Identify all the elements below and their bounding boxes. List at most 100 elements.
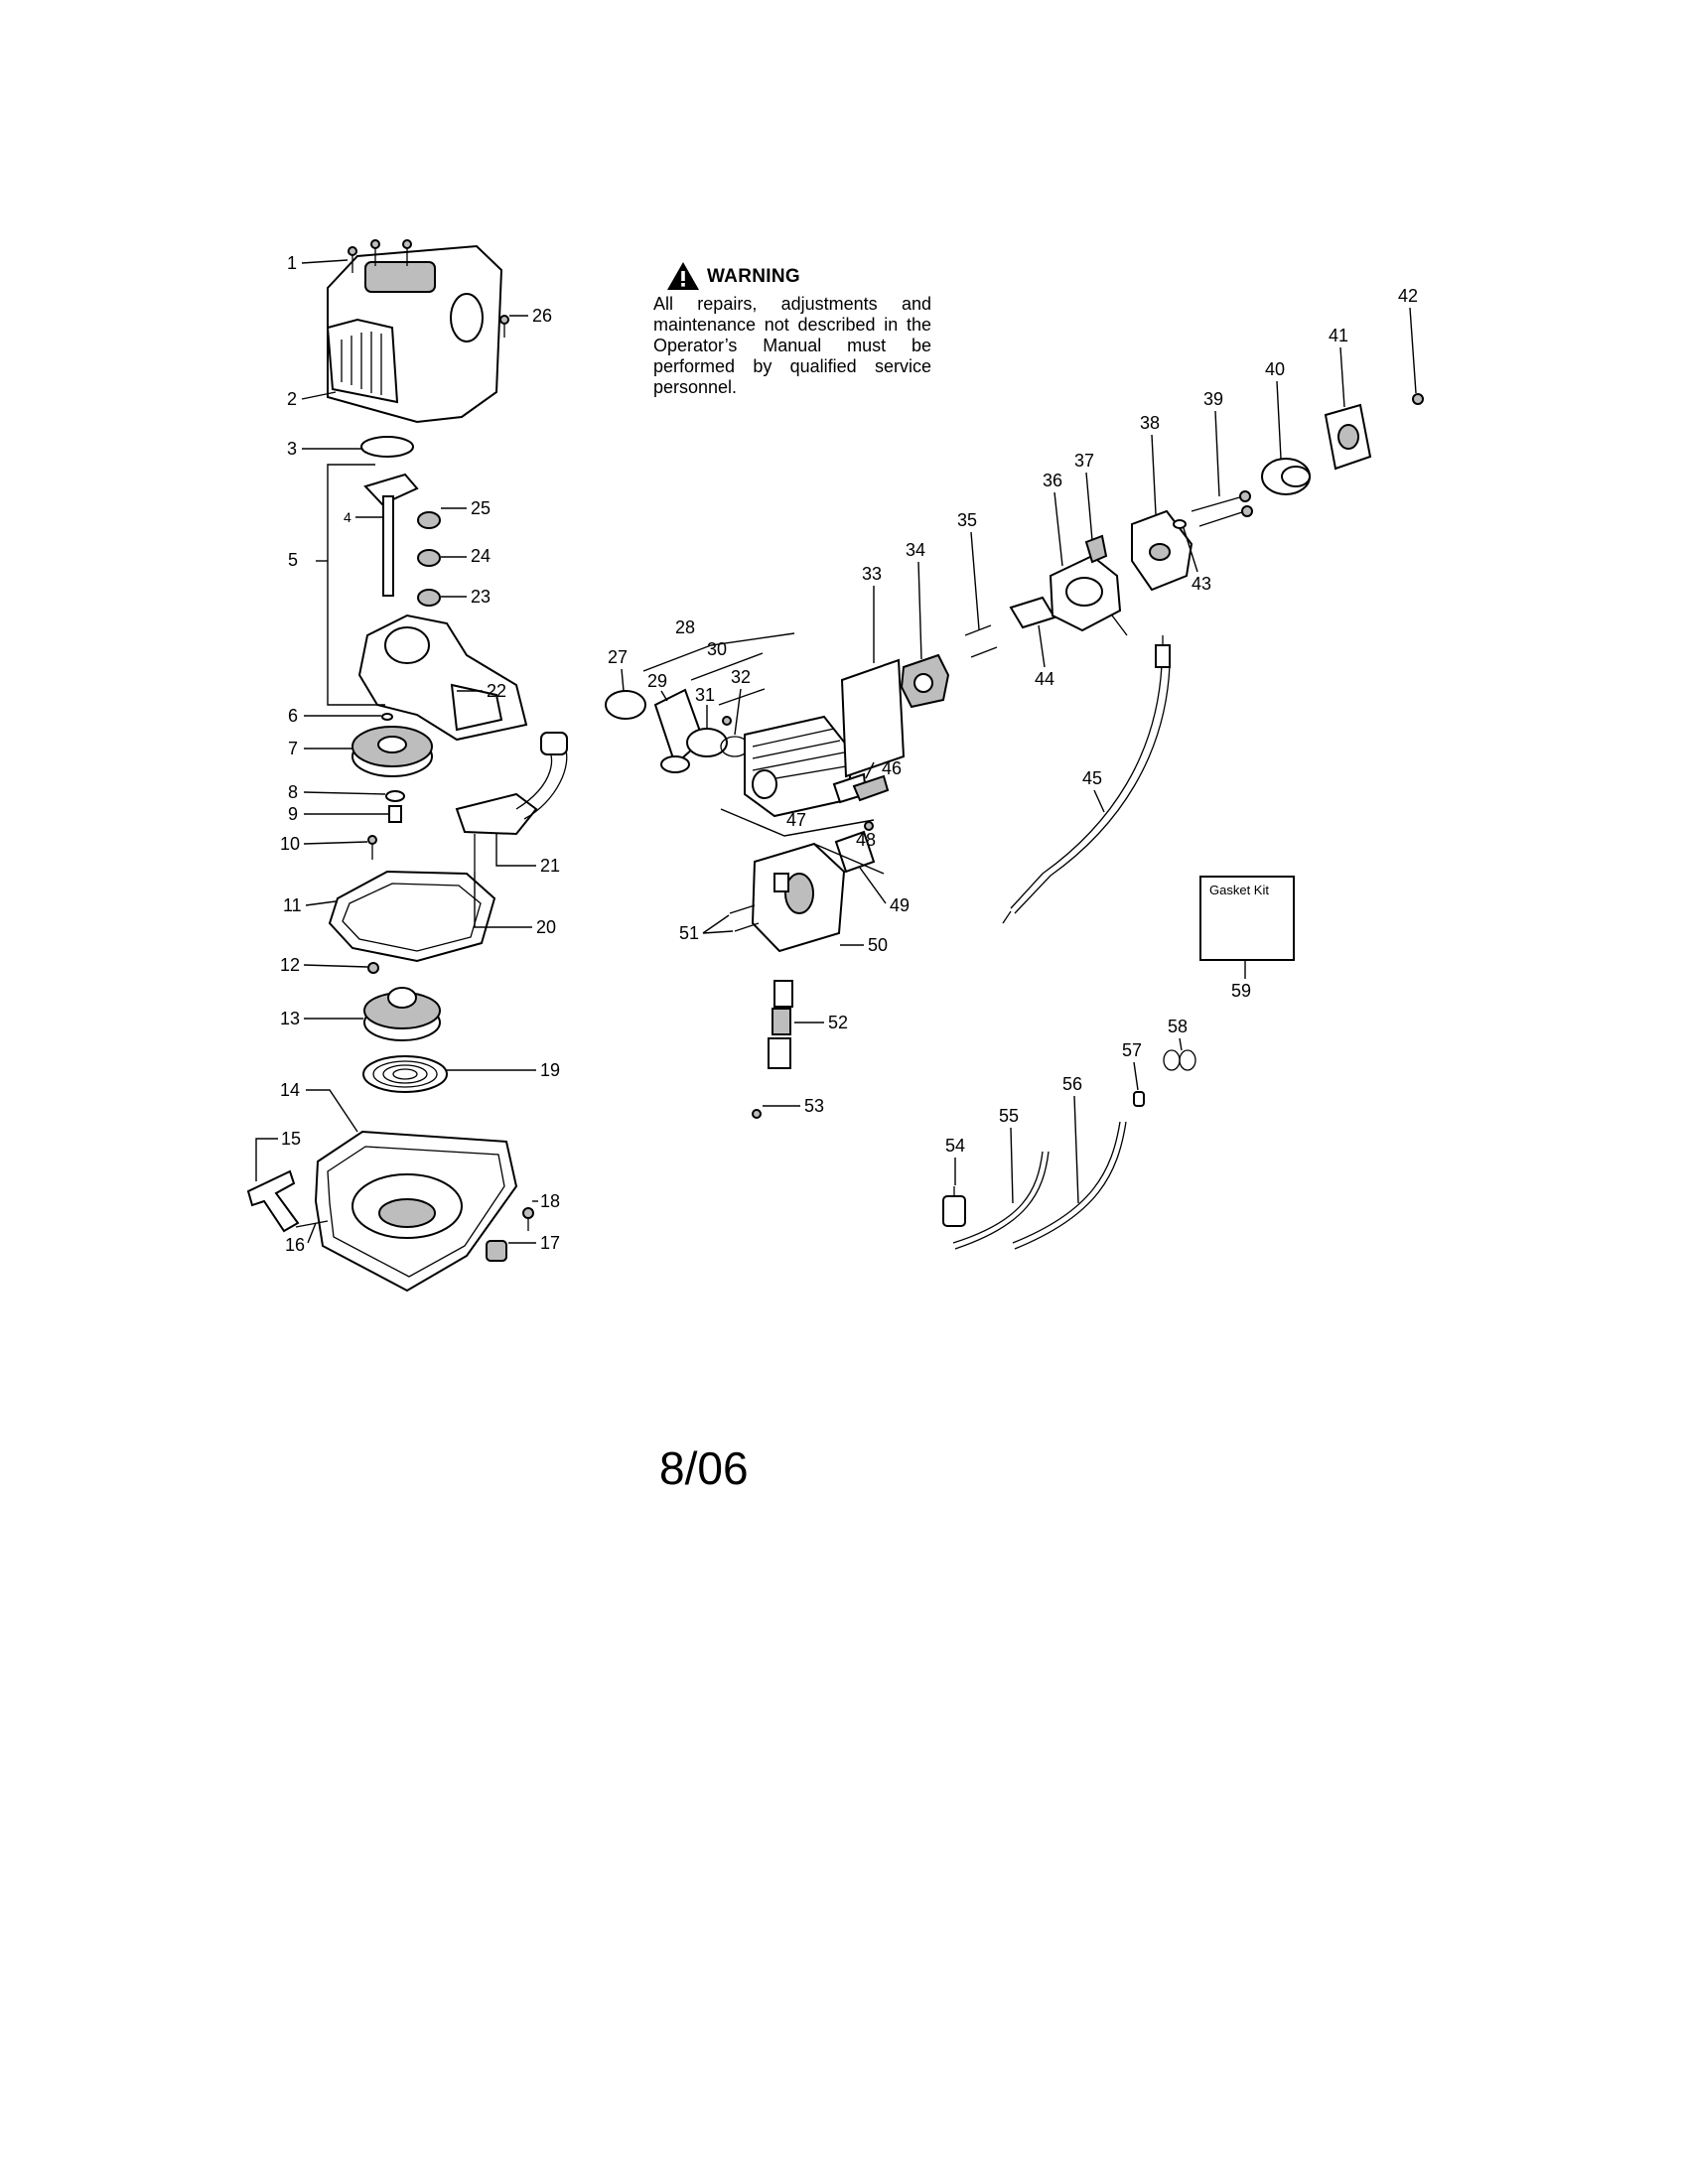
air-filter <box>1261 458 1311 495</box>
svg-text:37: 37 <box>1074 451 1094 471</box>
svg-text:58: 58 <box>1168 1017 1188 1036</box>
svg-text:24: 24 <box>471 546 491 566</box>
svg-text:17: 17 <box>540 1233 560 1253</box>
starter-housing <box>314 1130 518 1293</box>
clamp-57 <box>1133 1091 1145 1107</box>
svg-text:14: 14 <box>280 1080 300 1100</box>
callout-15: 15 <box>255 1129 301 1181</box>
callout-14: 14 <box>280 1080 358 1133</box>
svg-text:2: 2 <box>287 389 297 409</box>
starter-handle <box>246 1169 329 1233</box>
svg-text:7: 7 <box>288 739 298 758</box>
callout-54: 54 <box>945 1136 965 1185</box>
svg-text:52: 52 <box>828 1013 848 1032</box>
callout-40: 40 <box>1265 359 1285 460</box>
callout-57: 57 <box>1122 1040 1142 1091</box>
callout-34: 34 <box>906 540 925 660</box>
warning-text: All repairs, adjustments and maintenance… <box>653 294 931 397</box>
gasket-27 <box>605 690 646 720</box>
callout-5: 5 <box>288 550 298 570</box>
svg-text:12: 12 <box>280 955 300 975</box>
muffler <box>751 842 846 953</box>
svg-text:11: 11 <box>283 895 302 915</box>
svg-text:46: 46 <box>882 758 902 778</box>
callout-26: 26 <box>509 306 552 326</box>
svg-text:54: 54 <box>945 1136 965 1156</box>
air-filter-cover <box>1324 403 1372 471</box>
screw-26 <box>499 315 509 338</box>
callout-23: 23 <box>441 587 491 607</box>
svg-text:31: 31 <box>695 685 715 705</box>
clamps-58 <box>1163 1049 1196 1071</box>
svg-text:27: 27 <box>608 647 628 667</box>
callout-44: 44 <box>1035 624 1054 689</box>
washer-8 <box>385 790 405 802</box>
svg-text:15: 15 <box>281 1129 301 1149</box>
callout-46: 46 <box>865 758 902 779</box>
grommet-17 <box>486 1240 507 1262</box>
callout-39: 39 <box>1203 389 1223 497</box>
callout-29: 29 <box>647 671 668 702</box>
throttle-cable <box>1002 635 1171 924</box>
svg-text:53: 53 <box>804 1096 824 1116</box>
gasket-kit-box: Gasket Kit <box>1199 876 1295 961</box>
crankcase <box>357 614 528 742</box>
svg-text:51: 51 <box>679 923 699 943</box>
svg-text:19: 19 <box>540 1060 560 1080</box>
washer-43 <box>1173 519 1187 529</box>
callout-13: 13 <box>280 1009 363 1028</box>
key-6 <box>381 713 393 721</box>
svg-text:22: 22 <box>487 681 506 701</box>
callout-33: 33 <box>862 564 882 663</box>
crankshaft <box>363 473 419 597</box>
muffler-gasket <box>834 830 876 874</box>
svg-text:50: 50 <box>868 935 888 955</box>
screws-35 <box>964 624 998 658</box>
screw-53 <box>752 1109 762 1119</box>
svg-text:57: 57 <box>1122 1040 1142 1060</box>
rewind-spring <box>362 1055 448 1093</box>
svg-text:32: 32 <box>731 667 751 687</box>
callout-3: 3 <box>287 439 361 459</box>
callout-16: 16 <box>285 1222 317 1255</box>
pulley <box>363 987 441 1041</box>
callout-59: 59 <box>1231 961 1251 1001</box>
callout-25: 25 <box>441 498 491 518</box>
screw-12 <box>367 962 379 974</box>
svg-text:23: 23 <box>471 587 491 607</box>
callout-38: 38 <box>1140 413 1160 515</box>
callout-10: 10 <box>280 834 368 854</box>
callout-22: 22 <box>457 681 506 701</box>
svg-text:25: 25 <box>471 498 491 518</box>
engine-shroud <box>326 239 503 424</box>
svg-text:4: 4 <box>344 509 351 525</box>
nut-9 <box>388 805 402 823</box>
fuel-filter <box>942 1186 966 1227</box>
callout-17: 17 <box>508 1233 560 1253</box>
svg-text:1: 1 <box>287 253 297 273</box>
heat-shield <box>840 658 906 778</box>
callout-27: 27 <box>608 647 628 692</box>
svg-text:36: 36 <box>1043 471 1062 490</box>
callout-51: 51 <box>679 914 734 943</box>
callout-43: 43 <box>1183 527 1211 594</box>
svg-text:9: 9 <box>288 804 298 824</box>
carburetor <box>1049 534 1128 636</box>
callout-30: 30 <box>707 639 727 659</box>
svg-text:6: 6 <box>288 706 298 726</box>
group-brackets <box>316 464 885 875</box>
callout-48: 48 <box>856 830 876 850</box>
gasket-3 <box>360 436 414 458</box>
svg-text:47: 47 <box>786 810 806 830</box>
pin-retainer <box>722 716 732 726</box>
callout-56: 56 <box>1062 1074 1082 1204</box>
screws-51 <box>729 904 760 932</box>
svg-text:21: 21 <box>540 856 560 876</box>
callout-37: 37 <box>1074 451 1094 541</box>
screw-42 <box>1412 393 1424 405</box>
svg-text:43: 43 <box>1192 574 1211 594</box>
callout-55: 55 <box>999 1106 1019 1204</box>
cylinder <box>744 715 868 818</box>
fuel-line-56 <box>1012 1121 1127 1250</box>
intake-spacer <box>900 653 950 709</box>
